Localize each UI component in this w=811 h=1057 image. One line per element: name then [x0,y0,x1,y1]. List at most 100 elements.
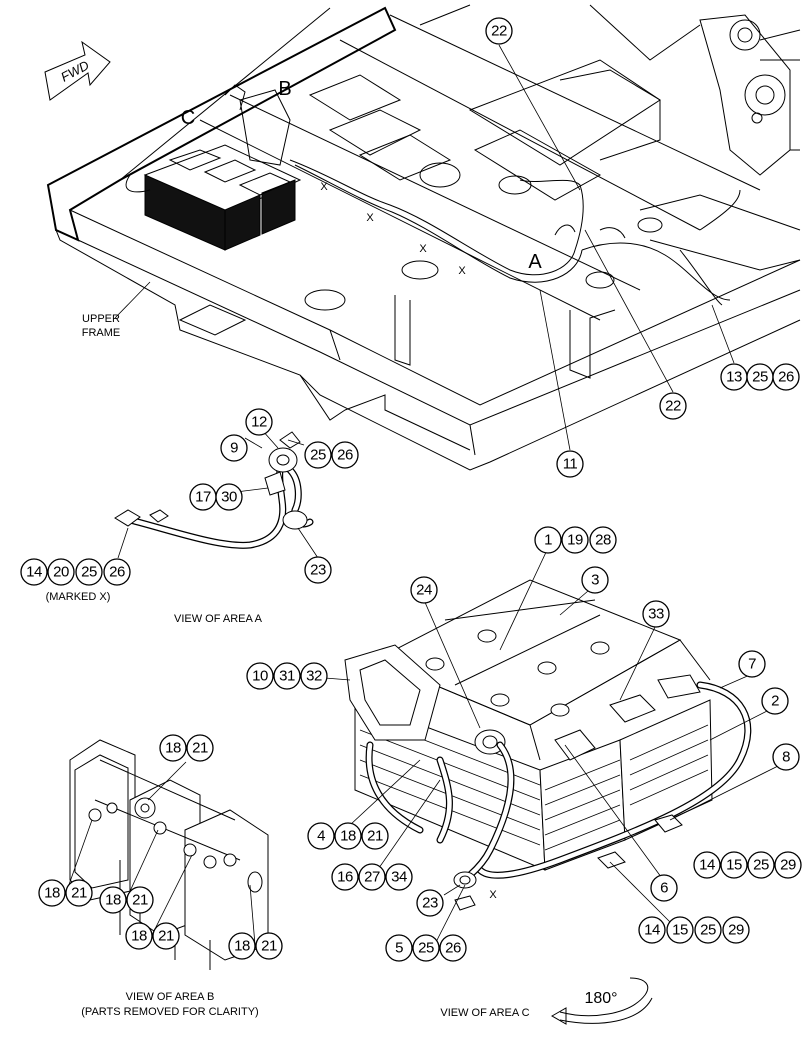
svg-text:21: 21 [132,892,148,909]
view-area-b-title: VIEW OF AREA B [126,991,215,1003]
svg-text:25: 25 [752,369,768,386]
callout-3: 3 [581,566,609,594]
callout-14: 14 [693,851,721,879]
callout-20: 20 [47,558,75,586]
svg-text:19: 19 [567,532,583,549]
svg-text:10: 10 [252,668,268,685]
callout-25: 25 [694,916,722,944]
svg-text:24: 24 [416,582,432,599]
svg-text:27: 27 [364,869,380,886]
x-mark: X [366,212,374,224]
callout-9: 9 [220,434,248,462]
svg-text:21: 21 [261,938,277,955]
callout-26: 26 [331,441,359,469]
svg-text:26: 26 [337,447,353,464]
svg-text:20: 20 [53,564,69,581]
svg-text:1: 1 [544,532,552,549]
callout-1: 1 [534,526,562,554]
callout-15: 15 [720,851,748,879]
callout-30: 30 [215,483,243,511]
view-area-b-note: (PARTS REMOVED FOR CLARITY) [81,1006,258,1018]
callout-25: 25 [412,934,440,962]
callout-18: 18 [334,822,362,850]
callout-13: 13 [720,363,748,391]
callout-26: 26 [103,558,131,586]
area-b-letter: B [278,78,291,100]
callout-29: 29 [774,851,802,879]
callout-21: 21 [65,879,93,907]
svg-text:18: 18 [234,938,250,955]
svg-text:2: 2 [771,693,779,710]
callout-group-area-c: 1 19 28 3 24 33 10 31 32 7 2 8 4 18 21 1… [246,526,802,962]
callout-33: 33 [642,600,670,628]
callout-12: 12 [245,408,273,436]
upper-frame-label: FRAME [82,327,121,339]
callout-10: 10 [246,662,274,690]
callout-5: 5 [385,934,413,962]
callout-2: 2 [761,687,789,715]
callout-11: 11 [556,450,584,478]
callout-group-top: 22 22 11 13 25 26 [485,17,800,478]
svg-text:15: 15 [726,857,742,874]
callout-23: 23 [416,889,444,917]
callout-26: 26 [439,934,467,962]
svg-text:32: 32 [306,668,322,685]
callout-6: 6 [650,874,678,902]
svg-text:28: 28 [595,532,611,549]
svg-text:18: 18 [165,740,181,757]
upper-frame-drawing: X X X X B C A UPPER FRAME [46,4,801,471]
callout-25: 25 [75,558,103,586]
fwd-arrow-icon: FWD [44,40,111,101]
svg-text:25: 25 [81,564,97,581]
callout-28: 28 [589,526,617,554]
view-area-c-title: VIEW OF AREA C [440,1007,529,1019]
svg-text:26: 26 [445,940,461,957]
svg-text:21: 21 [71,885,87,902]
svg-text:3: 3 [591,572,599,589]
callout-21: 21 [126,886,154,914]
svg-text:21: 21 [192,740,208,757]
callout-34: 34 [385,863,413,891]
svg-text:25: 25 [700,922,716,939]
svg-text:25: 25 [753,857,769,874]
svg-text:5: 5 [395,940,403,957]
svg-text:9: 9 [230,440,238,457]
rotation-label: 180° [584,990,617,1007]
area-a-letter: A [528,251,542,273]
svg-text:7: 7 [748,656,756,673]
svg-text:6: 6 [660,880,668,897]
callout-18: 18 [99,886,127,914]
svg-text:22: 22 [665,398,681,415]
view-area-a-drawing [114,431,314,549]
svg-text:12: 12 [251,414,267,431]
callout-7: 7 [738,650,766,678]
svg-text:31: 31 [279,668,295,685]
svg-text:21: 21 [367,828,383,845]
view-area-a-title: VIEW OF AREA A [174,613,263,625]
svg-text:29: 29 [728,922,744,939]
svg-text:13: 13 [726,369,742,386]
callout-25: 25 [304,441,332,469]
callout-group-area-b: 18 21 18 21 18 21 18 21 18 21 [38,734,283,960]
callout-16: 16 [331,863,359,891]
callout-22-top: 22 [485,17,513,45]
callout-21: 21 [186,734,214,762]
rotate-180-icon: 180° [550,977,653,1025]
fwd-label: FWD [58,57,91,84]
svg-text:8: 8 [782,749,790,766]
svg-text:18: 18 [340,828,356,845]
svg-text:26: 26 [778,369,794,386]
callout-29: 29 [722,916,750,944]
upper-frame-label: UPPER [82,313,120,325]
svg-text:29: 29 [780,857,796,874]
callout-25: 25 [747,851,775,879]
x-mark: X [489,889,497,901]
callout-18: 18 [228,932,256,960]
callout-8: 8 [772,743,800,771]
svg-text:25: 25 [418,940,434,957]
callout-26: 26 [772,363,800,391]
svg-text:23: 23 [310,562,326,579]
svg-text:16: 16 [337,869,353,886]
svg-text:26: 26 [109,564,125,581]
callout-group-area-a: 12 9 25 26 17 30 14 20 25 26 23 [20,408,359,586]
